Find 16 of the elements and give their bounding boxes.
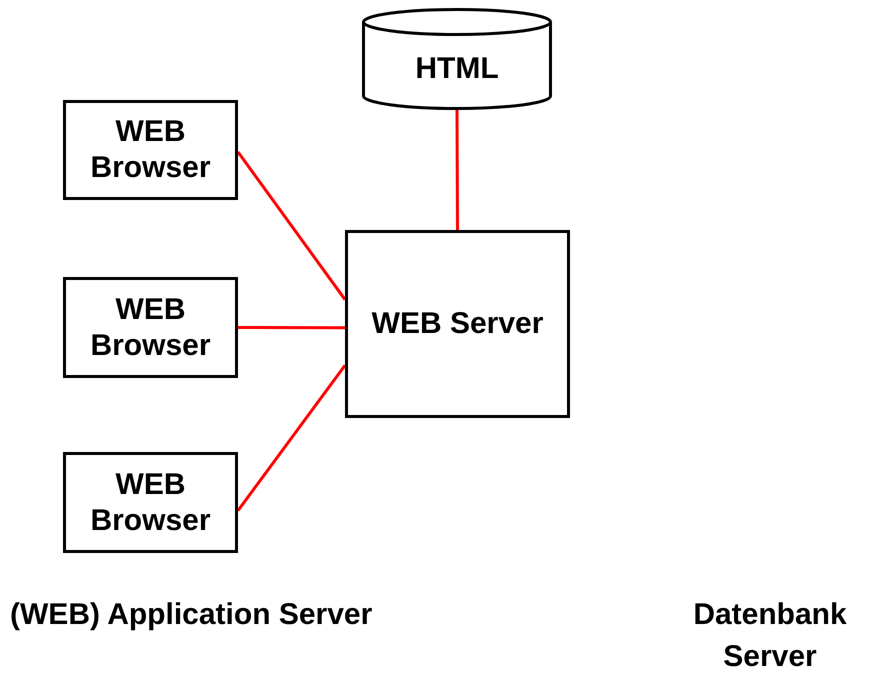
caption-label: Datenbank Server	[692, 597, 848, 675]
process-box	[63, 452, 238, 553]
database-cylinder	[362, 8, 552, 110]
process-box	[63, 277, 238, 378]
caption-label: (WEB) Application Server	[10, 597, 374, 633]
process-box	[345, 230, 570, 418]
node-label: HTML	[415, 51, 499, 87]
node-label: WEB Browser	[89, 114, 212, 186]
connector-line	[236, 151, 346, 300]
connector-line	[238, 326, 345, 330]
connector-line	[236, 364, 346, 512]
connector-line	[456, 110, 459, 230]
process-box	[63, 100, 238, 200]
node-label: WEB Server	[372, 306, 544, 342]
node-label: WEB Browser	[89, 292, 212, 364]
node-label: WEB Browser	[89, 466, 212, 538]
